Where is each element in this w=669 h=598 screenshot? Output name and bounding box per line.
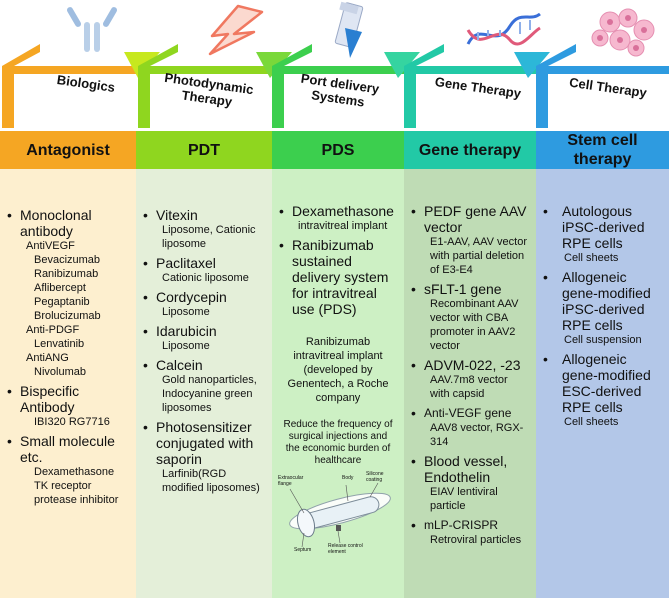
item-photosensitizer-sub: Larfinib(RGD modified liposomes) (162, 468, 260, 494)
item-antivegf: AntiVEGF (26, 240, 75, 252)
antibody-icon (67, 7, 117, 52)
column-body-antagonist: Monoclonal antibody AntiVEGF Bevacizumab… (0, 169, 136, 598)
item-antiang: AntiANG (26, 352, 69, 364)
pds-note-genentech: Ranibizumab intravitreal implant (develo… (287, 336, 389, 404)
item-monoclonal: Monoclonal antibody (6, 207, 130, 239)
item-allogeneic-ipsc: Allogeneic gene-modified iPSC-derived RP… (542, 269, 663, 333)
item-antipdgf: Anti-PDGF (26, 324, 80, 336)
item-pedf: PEDF gene AAV vector (410, 203, 530, 235)
item-bevacizumab: Bevacizumab (34, 254, 101, 266)
column-antagonist: Antagonist Monoclonal antibody AntiVEGF … (0, 131, 136, 598)
device-label-release: Release control element (328, 543, 363, 555)
item-autologous-sub: Cell sheets (564, 252, 619, 264)
item-sflt-sub: Recombinant AAV vector with CBA promoter… (430, 298, 519, 352)
item-dexamethasone-small: Dexamethasone (34, 466, 115, 478)
item-calcein-sub: Gold nanoparticles, Indocyanine green li… (162, 374, 257, 414)
item-brolucizumab: Brolucizumab (34, 310, 101, 322)
item-ranibizumab: Ranibizumab (34, 268, 99, 280)
pds-arrow-head (384, 52, 420, 78)
column-pds: PDS Dexamethasone intravitreal implant R… (272, 131, 404, 598)
pds-device-illustration: Extraocular flange Body Silicone coating… (278, 471, 398, 555)
implant-vial-icon (334, 1, 364, 58)
item-cordycepin-sub: Liposome (162, 306, 210, 318)
implant-device-drawing (289, 482, 391, 548)
item-mlp-crispr-sub: Retroviral particles (430, 534, 522, 546)
item-mlp-crispr: mLP-CRISPR (410, 517, 530, 533)
gene-arrow-head (514, 52, 550, 78)
item-small-molecule: Small molecule etc. (6, 433, 130, 465)
item-antivegf-gene-sub: AAV8 vector, RGX-314 (430, 422, 524, 448)
item-advm-sub: AAV.7m8 vector with capsid (430, 374, 508, 400)
item-pedf-sub: E1-AAV, AAV vector with partial deletion… (430, 236, 528, 276)
pathway-arrows (2, 1, 669, 128)
item-blood-vessel-sub: EIAV lentiviral particle (430, 486, 498, 512)
item-pegaptanib: Pegaptanib (34, 296, 90, 308)
biologics-chevron-tip (2, 44, 40, 66)
pds-note-burden: Reduce the frequency of surgical injecti… (283, 419, 393, 466)
column-cell: Stem cell therapy Autologous iPSC-derive… (536, 131, 669, 598)
gene-chevron-tip (404, 44, 444, 66)
therapy-pathway-banner: Biologics Photodynamic Therapy Port deli… (0, 0, 669, 130)
item-dexamethasone-pds-sub: intravitreal implant (298, 220, 388, 232)
item-allogeneic-ipsc-sub: Cell suspension (564, 334, 642, 346)
column-body-cell: Autologous iPSC-derived RPE cells Cell s… (536, 169, 669, 598)
item-allogeneic-esc: Allogeneic gene-modified ESC-derived RPE… (542, 351, 663, 415)
cell-chevron-tip (536, 44, 576, 66)
item-idarubicin: Idarubicin (142, 323, 266, 339)
device-label-body: Body (342, 475, 354, 481)
lightning-icon (208, 4, 264, 56)
item-sflt: sFLT-1 gene (410, 281, 530, 297)
item-paclitaxel-sub: Cationic liposome (162, 272, 249, 284)
item-vitexin: Vitexin (142, 207, 266, 223)
device-label-extraocular: Extraocular flange (278, 475, 304, 487)
pds-chevron-tip (272, 44, 312, 66)
item-blood-vessel: Blood vessel, Endothelin (410, 453, 530, 485)
item-autologous: Autologous iPSC-derived RPE cells (542, 203, 663, 251)
dna-icon (466, 12, 541, 46)
column-header-cell: Stem cell therapy (536, 131, 669, 169)
item-aflibercept: Aflibercept (34, 282, 86, 294)
item-cordycepin: Cordycepin (142, 289, 266, 305)
column-body-pds: Dexamethasone intravitreal implant Ranib… (272, 169, 404, 598)
item-advm: ADVM-022, -23 (410, 357, 530, 373)
column-header-pds: PDS (272, 131, 404, 169)
item-calcein: Calcein (142, 357, 266, 373)
column-body-gene: PEDF gene AAV vector E1-AAV, AAV vector … (404, 169, 536, 598)
item-antivegf-gene: Anti-VEGF gene (410, 405, 530, 421)
item-ranibizumab-pds: Ranibizumab sustained delivery system fo… (278, 237, 398, 317)
device-label-septum: Septum (294, 547, 312, 553)
item-idarubicin-sub: Liposome (162, 340, 210, 352)
pdt-chevron-tip (138, 44, 178, 66)
column-pdt: PDT Vitexin Liposome, Cationic liposome … (136, 131, 272, 598)
cells-icon (591, 8, 655, 57)
item-protease-inhibitor: protease inhibitor (34, 494, 119, 506)
device-label-coating: Silicone coating (366, 471, 384, 483)
item-allogeneic-esc-sub: Cell sheets (564, 416, 619, 428)
column-header-gene: Gene therapy (404, 131, 536, 169)
column-body-pdt: Vitexin Liposome, Cationic liposome Pacl… (136, 169, 272, 598)
column-gene: Gene therapy PEDF gene AAV vector E1-AAV… (404, 131, 536, 598)
item-photosensitizer: Photosensitizer conjugated with saporin (142, 419, 266, 467)
item-vitexin-sub: Liposome, Cationic liposome (162, 224, 256, 250)
column-header-antagonist: Antagonist (0, 131, 136, 169)
item-ibi: IBI320 RG7716 (34, 416, 110, 428)
cell-chevron-shape (536, 66, 669, 128)
item-nivolumab: Nivolumab (34, 366, 86, 378)
item-tk-receptor: TK receptor (34, 480, 92, 492)
item-bispecific: Bispecific Antibody (6, 383, 130, 415)
item-dexamethasone-pds: Dexamethasone (278, 203, 398, 219)
item-paclitaxel: Paclitaxel (142, 255, 266, 271)
column-header-pdt: PDT (136, 131, 272, 169)
item-lenvatinib: Lenvatinib (34, 338, 85, 350)
